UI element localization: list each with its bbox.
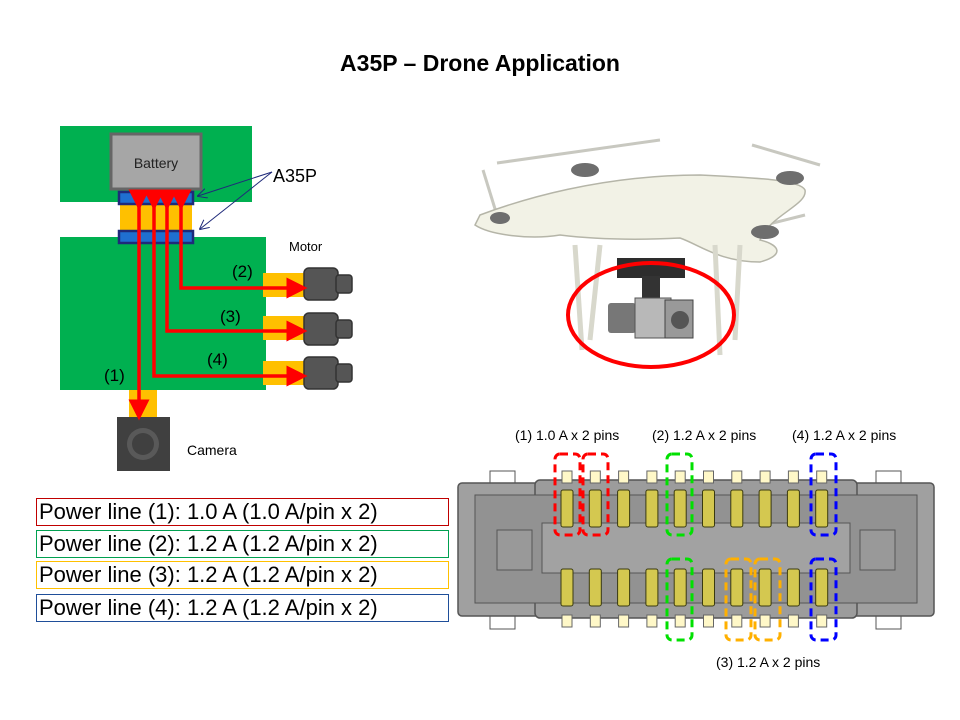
pin-contact-bottom [730,568,744,607]
motor-flex-3 [263,316,305,340]
battery-label: Battery [134,155,178,171]
pin-contact-top [730,489,744,528]
pin-pad-top [759,470,771,484]
line-label-2: (2) [232,262,253,281]
slide-title: A35P – Drone Application [340,50,620,76]
connector-pinout-diagram: (1) 1.0 A x 2 pins (2) 1.2 A x 2 pins (4… [457,427,935,670]
pin-label-3: (3) 1.2 A x 2 pins [716,654,820,670]
motor-icon-3 [303,312,353,346]
pin-contact-top [673,489,687,528]
pin-contact-bottom [815,568,829,607]
pin-pad-top [646,470,658,484]
highlight-line3-pin-b [753,557,782,642]
pin-contact-top [702,489,715,528]
battery-block [109,132,203,191]
camera-highlight-ellipse [566,261,736,369]
power-arrow-3 [156,189,308,342]
pin-contact-top [815,489,829,528]
pin-pad-top [703,470,714,484]
line-label-4: (4) [207,350,228,369]
pin-contact-bottom [702,568,715,607]
power-arrow-4 [143,189,308,387]
pin-pad-bottom [703,614,714,628]
power-arrow-2 [170,189,308,299]
highlight-line3-pin-a [724,557,753,642]
pin-pad-bottom [759,614,771,628]
pin-pad-top [816,470,828,484]
power-line-4: Power line (4): 1.2 A (1.2 A/pin x 2) [36,594,449,622]
pin-contact-bottom [560,568,574,607]
camera-label: Camera [187,442,237,458]
power-line-3: Power line (3): 1.2 A (1.2 A/pin x 2) [36,561,449,589]
pin-pad-bottom [561,614,573,628]
pin-contact-top [617,489,631,528]
motor-icon-4 [303,356,353,390]
power-line-1: Power line (1): 1.0 A (1.0 A/pin x 2) [36,498,449,526]
pin-pad-top [731,470,743,484]
pin-contact-top [758,489,772,528]
pin-pad-top [787,470,799,484]
pin-pad-top [561,470,573,484]
pin-pad-bottom [731,614,743,628]
pin-contact-bottom [786,568,800,607]
highlight-line4-bottom [809,557,838,642]
line-label-3: (3) [220,307,241,326]
pin-label-2: (2) 1.2 A x 2 pins [652,427,756,443]
pin-contact-top [560,489,574,528]
camera-icon [117,417,170,471]
highlight-line2-top [665,452,694,537]
pin-contact-top [588,489,602,528]
pin-pad-bottom [674,614,686,628]
motor-flex-4 [263,361,305,385]
pin-pad-top [618,470,630,484]
pin-label-1: (1) 1.0 A x 2 pins [515,427,619,443]
pin-contact-top [645,489,659,528]
motor-flex-2 [263,273,305,297]
pin-pad-top [674,470,686,484]
motor-label: Motor [289,239,323,254]
pin-contact-top [786,489,800,528]
highlight-line1-pin-a [553,452,582,537]
power-line-2: Power line (2): 1.2 A (1.2 A/pin x 2) [36,530,449,558]
pin-pad-bottom [787,614,799,628]
pin-contact-bottom [758,568,772,607]
pin-contact-bottom [645,568,659,607]
pin-pad-bottom [646,614,658,628]
pin-contact-bottom [588,568,602,607]
drone-illustration [474,138,821,369]
highlight-line1-pin-b [581,452,610,537]
motor-icon-2 [303,267,353,301]
pin-label-4: (4) 1.2 A x 2 pins [792,427,896,443]
camera-flex [129,390,157,418]
highlight-line4-top [809,452,838,537]
pin-contact-bottom [617,568,631,607]
pin-pad-bottom [816,614,828,628]
connector-callout-label: A35P [273,166,317,186]
pin-contact-bottom [673,568,687,607]
pin-pad-bottom [618,614,630,628]
pin-pad-top [589,470,601,484]
line-label-1: (1) [104,366,125,385]
highlight-line2-bottom [665,557,694,642]
pin-pad-bottom [589,614,601,628]
